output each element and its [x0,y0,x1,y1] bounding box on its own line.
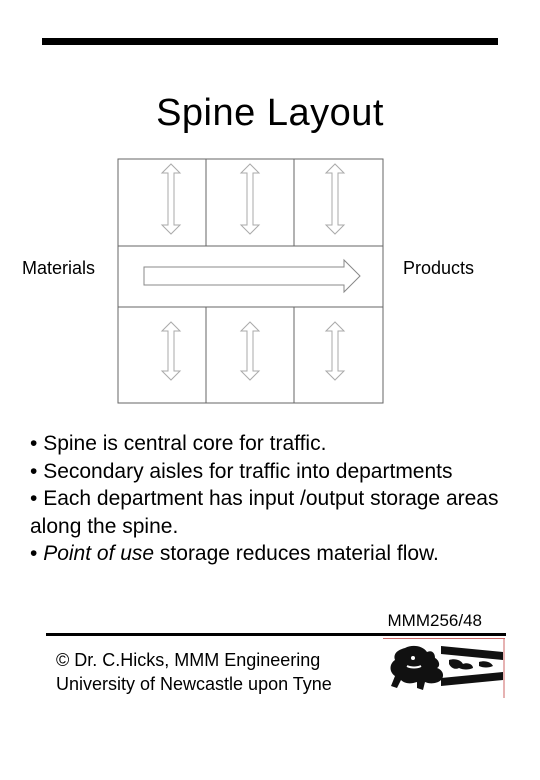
bullet-list: • Spine is central core for traffic. • S… [30,430,530,568]
bullet-item: • Spine is central core for traffic. [30,432,327,455]
spine-flow-arrow [143,258,361,294]
department-arrow-top-1 [160,163,182,235]
slide-title: Spine Layout [156,92,384,134]
bullet-item: • Each department has input /output stor… [30,487,499,538]
spine-layout-diagram: Materials Products [0,150,540,410]
layout-outline [117,158,384,404]
department-arrow-top-3 [324,163,346,235]
lion-crest-icon [383,638,505,698]
department-arrow-bottom-1 [160,321,182,381]
products-label: Products [403,258,475,278]
top-rule [42,38,498,45]
footer-credit: © Dr. C.Hicks, MMM Engineering Universit… [56,648,332,696]
spine-diagram-svg [117,158,384,404]
materials-label: Materials [22,258,96,278]
bullet-item: • Point of use storage reduces material … [30,542,439,565]
footer-rule [46,633,506,636]
department-arrow-bottom-2 [239,321,261,381]
bullet-item: • Secondary aisles for traffic into depa… [30,459,453,483]
university-crest-logo [383,638,505,698]
footer-line-2: University of Newcastle upon Tyne [56,674,332,694]
footer-line-1: © Dr. C.Hicks, MMM Engineering [56,650,321,670]
department-arrow-bottom-3 [324,321,346,381]
department-arrow-top-2 [239,163,261,235]
slide-code: MMM256/48 [387,611,482,630]
